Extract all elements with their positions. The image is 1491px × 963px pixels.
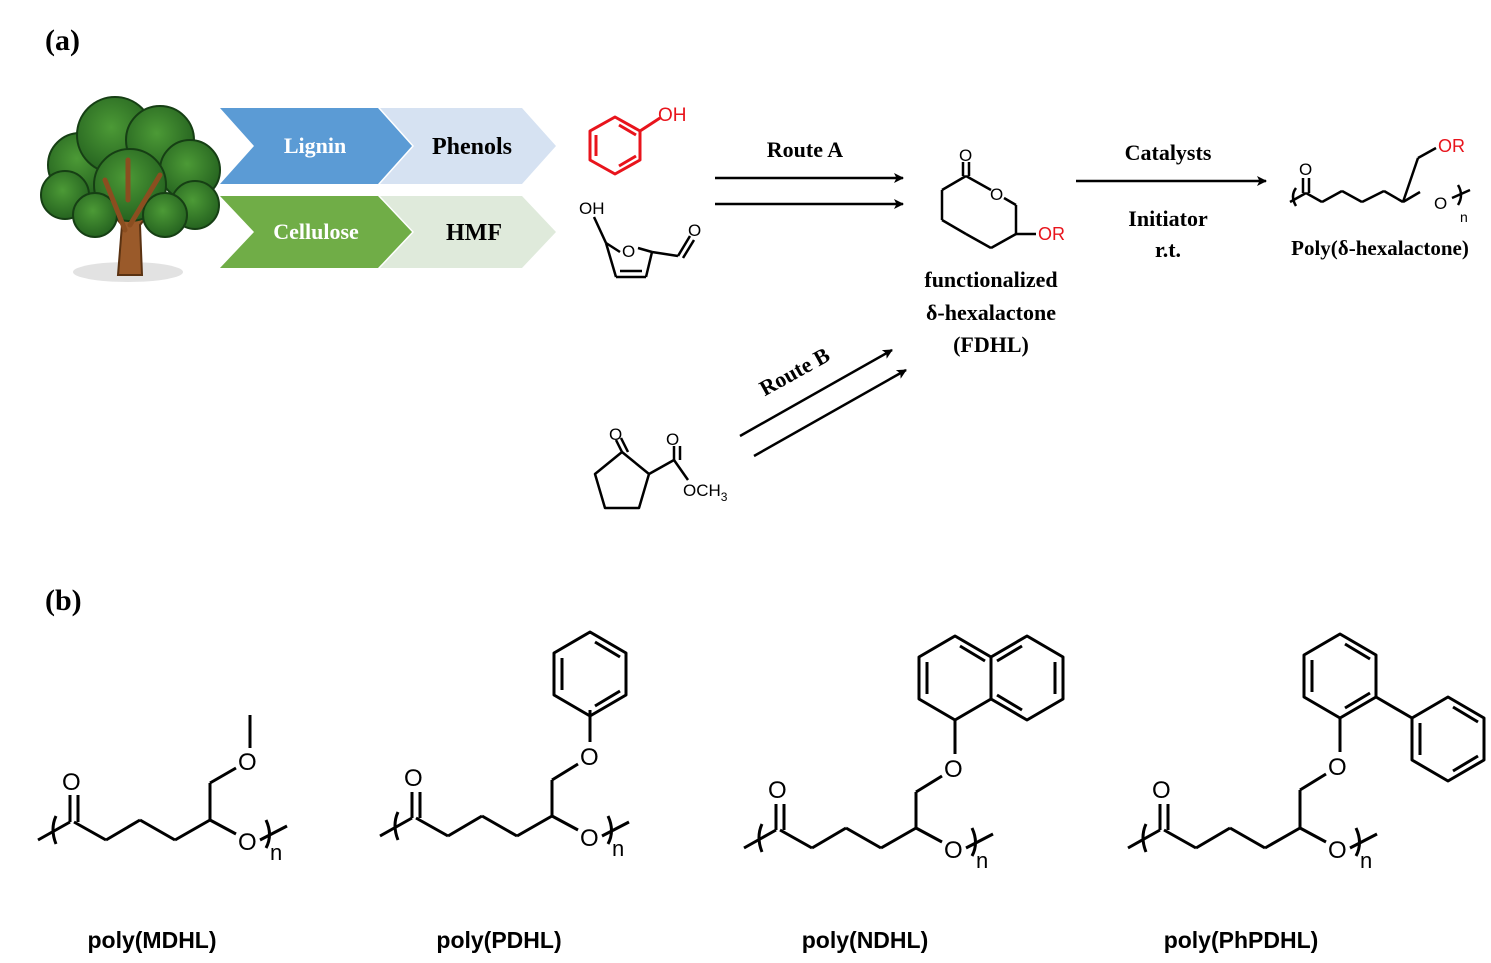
mdhl-repeat-n: n: [270, 840, 282, 865]
polylactone-repeat-n: n: [1460, 209, 1468, 225]
lignin-chevron: [220, 108, 412, 184]
ndhl-chain-oxygen: O: [944, 837, 963, 864]
polylactone-chain-oxygen: O: [1434, 194, 1447, 213]
ndhl-repeat-n: n: [976, 848, 988, 873]
poly-ndhl-structure: [743, 634, 1065, 857]
fdhl-name-line1: functionalized: [924, 267, 1057, 292]
ndhl-ether-oxygen: O: [944, 756, 963, 783]
mdhl-chain-oxygen: O: [238, 829, 257, 856]
panel-b-label: (b): [45, 584, 82, 617]
fdhl-ring-oxygen: O: [990, 185, 1003, 204]
phpdhl-repeat-n: n: [1360, 848, 1372, 873]
ndhl-carbonyl-oxygen: O: [768, 777, 787, 804]
poly-phpdhl-structure: [1127, 632, 1486, 857]
pdhl-ether-oxygen: O: [580, 744, 599, 771]
fdhl-name-line3: (FDHL): [953, 332, 1029, 357]
poly-pdhl-structure: [379, 630, 630, 845]
fdhl-name-line2: δ-hexalactone: [926, 300, 1056, 325]
phenols-label: Phenols: [432, 134, 512, 160]
mdhl-carbonyl-oxygen: O: [62, 769, 81, 796]
catalysts-label: Catalysts: [1125, 140, 1212, 165]
poly-ndhl-label: poly(NDHL): [802, 927, 928, 953]
fdhl-or-group: OR: [1038, 224, 1065, 244]
poly-phpdhl-label: poly(PhPDHL): [1164, 927, 1319, 953]
initiator-label: Initiator: [1128, 206, 1208, 231]
polylactone-structure: [1289, 146, 1471, 207]
fdhl-structure: [940, 162, 1036, 250]
pdhl-chain-oxygen: O: [580, 825, 599, 852]
phpdhl-carbonyl-oxygen: O: [1152, 777, 1171, 804]
phenol-structure: [588, 115, 661, 176]
route-b-arrow-bottom: [753, 368, 907, 458]
hmf-structure: [592, 216, 696, 279]
lignin-label: Lignin: [284, 133, 346, 158]
temperature-label: r.t.: [1155, 237, 1181, 262]
hmf-ring-oxygen: O: [622, 242, 635, 261]
ester-carbonyl-oxygen: O: [666, 430, 679, 449]
poly-mdhl-structure: [37, 715, 288, 849]
route-b-label: Route B: [755, 342, 834, 401]
pdhl-carbonyl-oxygen: O: [404, 765, 423, 792]
poly-pdhl-label: poly(PDHL): [436, 927, 561, 953]
polylactone-name: Poly(δ-hexalactone): [1291, 236, 1469, 260]
route-b-arrow-top: [739, 348, 893, 438]
hmf-aldehyde-oxygen: O: [688, 221, 701, 240]
phpdhl-chain-oxygen: O: [1328, 837, 1347, 864]
methoxy-group: OCH3: [683, 481, 728, 504]
pdhl-repeat-n: n: [612, 836, 624, 861]
panel-a-label: (a): [45, 24, 80, 57]
hmf-chevron: [380, 196, 556, 268]
keto-ester-structure: [593, 437, 690, 510]
phenols-chevron: [380, 108, 556, 184]
route-a-label: Route A: [767, 137, 844, 162]
mdhl-ether-oxygen: O: [238, 749, 257, 776]
phpdhl-ether-oxygen: O: [1328, 754, 1347, 781]
keto-oxygen: O: [609, 425, 622, 444]
polylactone-or-group: OR: [1438, 136, 1465, 156]
hmf-oh: OH: [579, 199, 605, 218]
cellulose-label: Cellulose: [273, 219, 359, 244]
fdhl-carbonyl-oxygen: O: [959, 146, 972, 165]
phenol-oh: OH: [658, 105, 687, 126]
poly-mdhl-label: poly(MDHL): [87, 927, 216, 953]
cellulose-chevron: [220, 196, 412, 268]
tree-illustration: [40, 96, 221, 282]
hmf-label: HMF: [446, 220, 502, 246]
polylactone-carbonyl-oxygen: O: [1299, 160, 1312, 179]
